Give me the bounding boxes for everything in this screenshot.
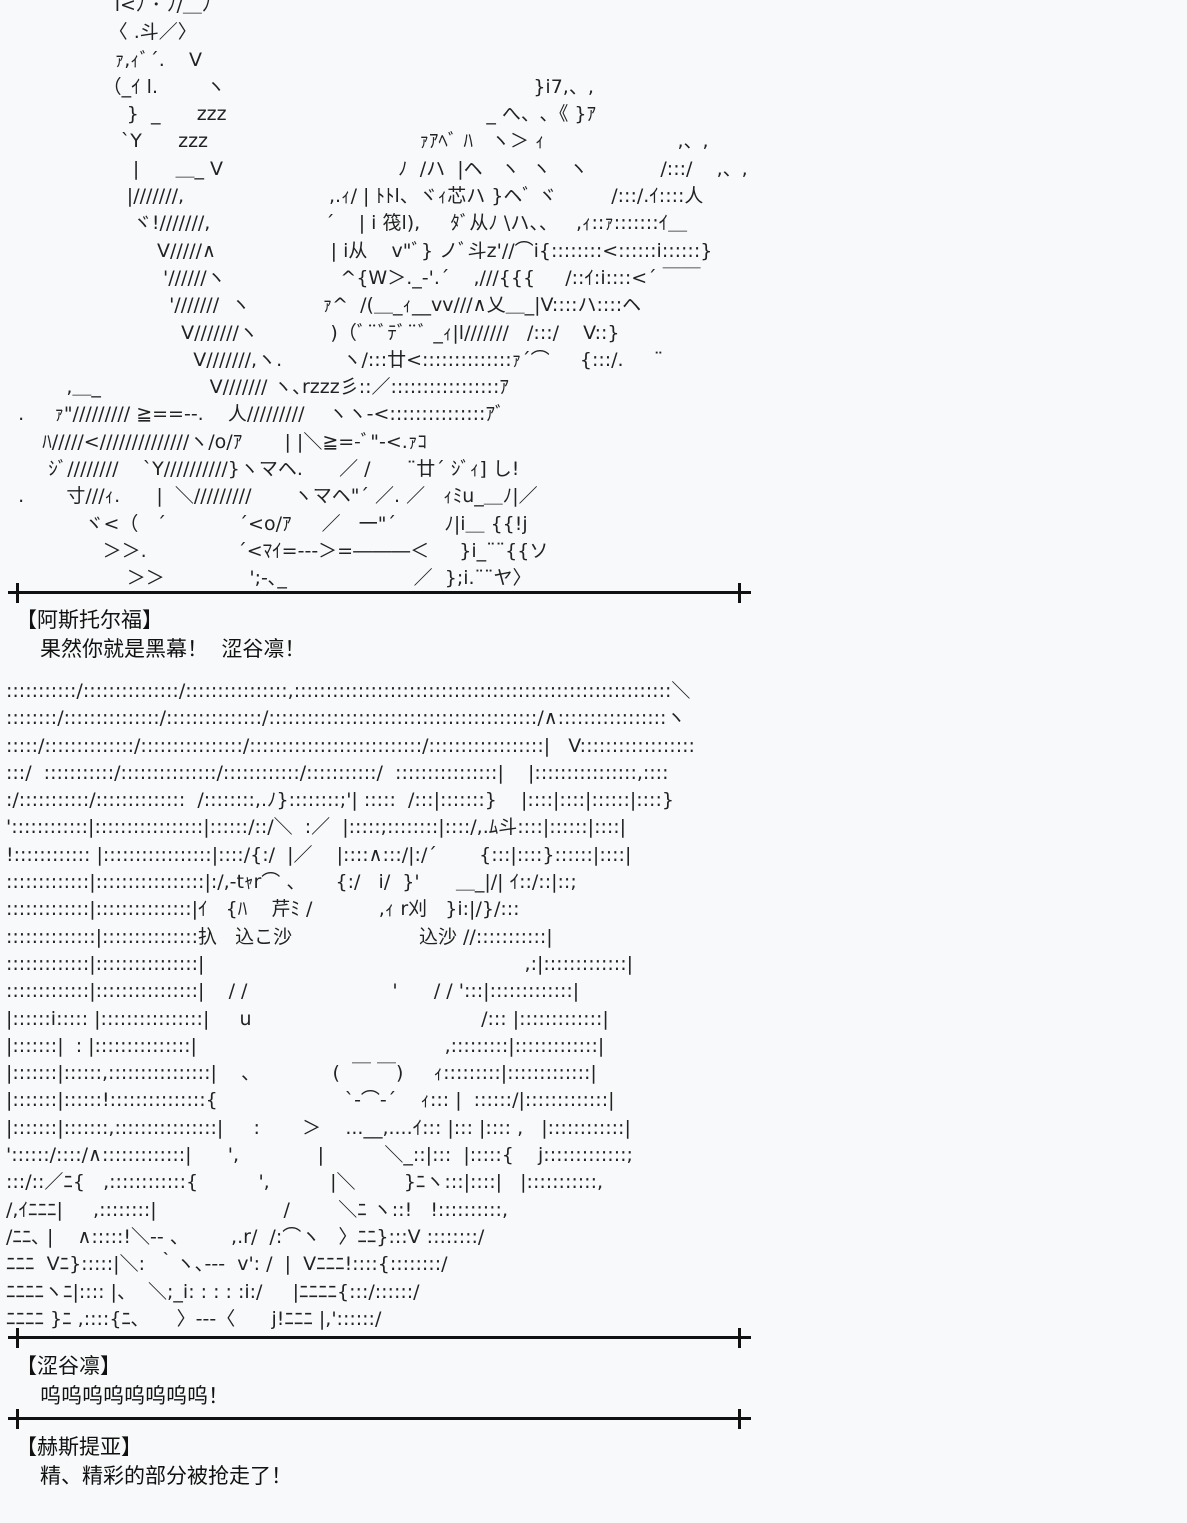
speaker-name: 【阿斯托尔福】 [16, 608, 163, 632]
speaker-name: 【赫斯提亚】 [16, 1435, 142, 1459]
ascii-art-sleeping-scene: l<ﾉ ･ ﾉ/＿ﾉ 〈 .斗／〉 ｧ,ｨﾞ´. V （_ｲ l. ヽ }i7,… [18, 0, 748, 590]
dialogue-line: 精、精彩的部分被抢走了！ [40, 1464, 292, 1488]
ascii-art-crying-face: :::::::::::/:::::::::::::::/::::::::::::… [6, 680, 695, 1330]
divider-line [8, 1336, 751, 1339]
divider-line [8, 1417, 751, 1420]
divider-tick-left [16, 583, 19, 603]
panel-divider [8, 1409, 751, 1429]
dialogue-line: 呜呜呜呜呜呜呜呜！ [40, 1384, 229, 1408]
panel-divider [8, 583, 751, 603]
panel-divider [8, 1328, 751, 1348]
divider-tick-right [738, 1328, 741, 1348]
divider-line [8, 591, 751, 594]
speaker-name: 【涩谷凛】 [16, 1354, 121, 1378]
divider-tick-right [738, 1409, 741, 1429]
dialogue-line: 果然你就是黑幕！ 涩谷凛！ [40, 637, 306, 661]
divider-tick-right [738, 583, 741, 603]
divider-tick-left [16, 1409, 19, 1429]
divider-tick-left [16, 1328, 19, 1348]
